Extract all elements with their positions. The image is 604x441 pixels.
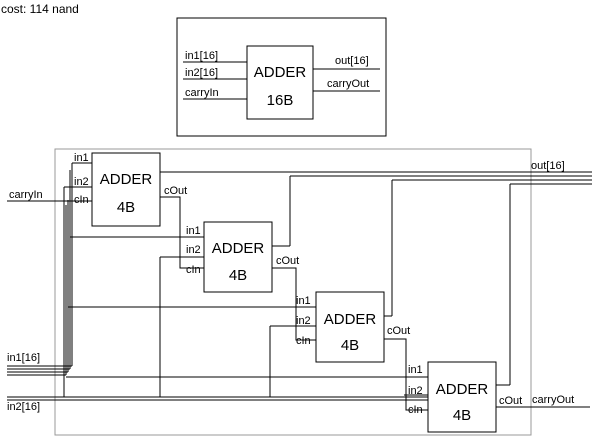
external-input-in2: in2[16] — [7, 401, 40, 413]
circuit-frame — [54, 148, 532, 436]
carry-chain — [160, 196, 590, 411]
adder-3-cin-label: cIn — [296, 335, 311, 347]
adder-16b-title: ADDER — [254, 64, 307, 81]
top-component-frame — [176, 17, 387, 137]
adder-3-subtitle: 4B — [341, 337, 359, 354]
adder-3-title: ADDER — [324, 311, 377, 328]
adder-2-in2-label: in2 — [186, 244, 201, 256]
cost-label: cost: 114 nand — [1, 2, 79, 16]
in1-bus — [7, 162, 428, 378]
adder-4b-4[interactable]: ADDER 4B in1 in2 cIn cOut — [408, 361, 522, 433]
external-output-carryout: carryOut — [532, 394, 574, 406]
top-component: ADDER 16B in1[16] in2[16] carryIn out[16… — [176, 17, 387, 137]
adder-2-cin-label: cIn — [186, 264, 201, 276]
external-input-carryin: carryIn — [9, 189, 43, 201]
adder-4-title: ADDER — [436, 381, 489, 398]
adder-16b-block[interactable] — [246, 45, 314, 120]
adder-3-in2-label: in2 — [296, 315, 311, 327]
adder-4-cout-label: cOut — [499, 395, 522, 407]
adder-3-cout-label: cOut — [387, 325, 410, 337]
adder-4b-2[interactable]: ADDER 4B in1 in2 cIn cOut — [186, 221, 299, 293]
adder-3-in1-label: in1 — [296, 295, 311, 307]
adder-4b-1[interactable]: ADDER 4B in1 in2 cIn cOut — [74, 152, 187, 227]
adder-2-cout-label: cOut — [276, 255, 299, 267]
adder-4b-3[interactable]: ADDER 4B in1 in2 cIn cOut — [296, 291, 410, 363]
top-output-out: out[16] — [335, 55, 369, 67]
adder-1-in1-label: in1 — [74, 152, 89, 164]
external-input-in1: in1[16] — [7, 352, 40, 364]
adder-1-cout-label: cOut — [164, 185, 187, 197]
top-output-carryout: carryOut — [327, 78, 369, 90]
adder-1-cin-label: cIn — [74, 194, 89, 206]
adder-2-subtitle: 4B — [229, 267, 247, 284]
adder-4-in2-label: in2 — [408, 385, 423, 397]
adder-4-in1-label: in1 — [408, 364, 423, 376]
top-input-in2: in2[16] — [185, 67, 218, 79]
adder-4-cin-label: cIn — [408, 404, 423, 416]
adder-2-in1-label: in1 — [186, 225, 201, 237]
adder-1-title: ADDER — [100, 171, 153, 188]
top-input-carryin: carryIn — [185, 87, 219, 99]
adder-16b-subtitle: 16B — [267, 92, 294, 109]
out-bus — [160, 171, 592, 386]
adder-1-in2-label: in2 — [74, 176, 89, 188]
adder-1-subtitle: 4B — [117, 199, 135, 216]
top-input-in1: in1[16] — [185, 50, 218, 62]
external-output-out: out[16] — [531, 160, 565, 172]
in2-bus — [7, 186, 428, 401]
adder-4-subtitle: 4B — [453, 407, 471, 424]
adder-2-title: ADDER — [212, 240, 265, 257]
